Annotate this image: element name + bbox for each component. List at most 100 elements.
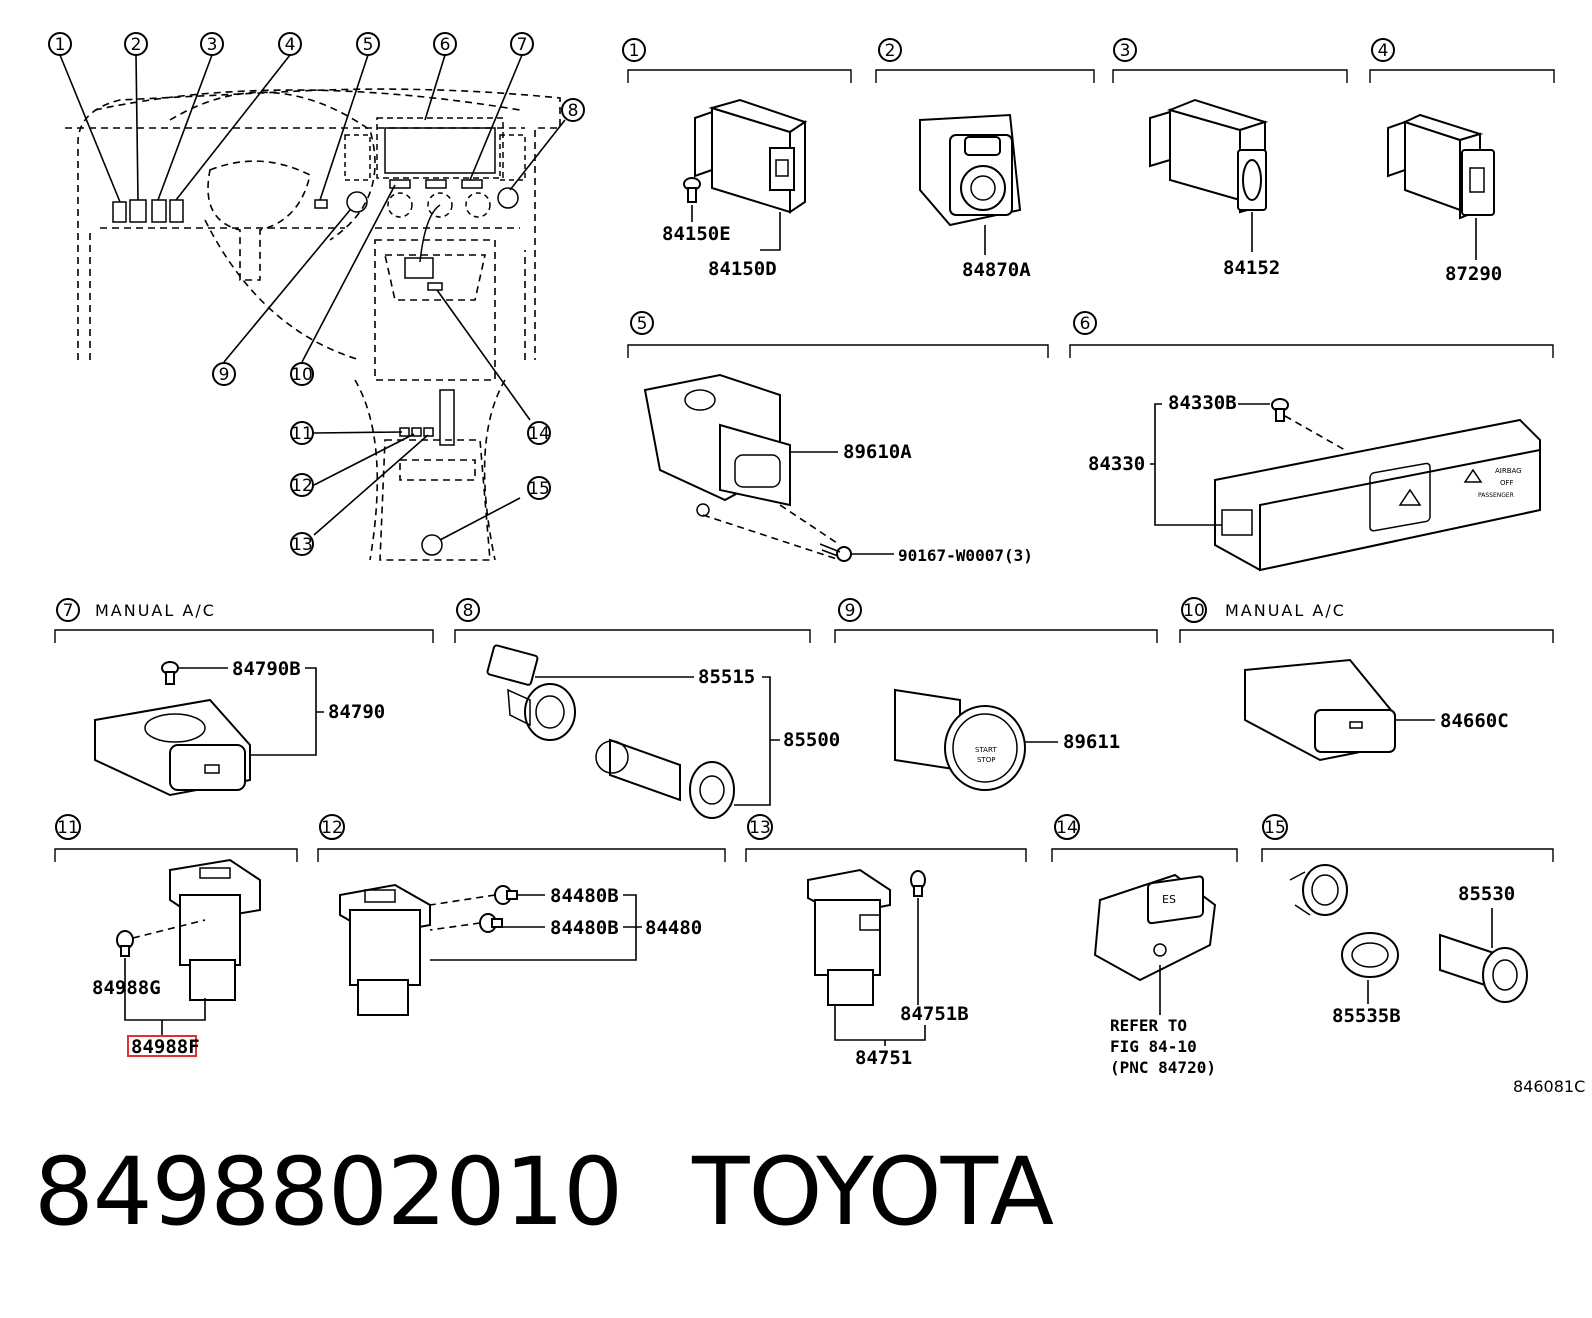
bulb-84480b-lower-illustration bbox=[479, 913, 503, 933]
svg-text:STOP: STOP bbox=[977, 756, 995, 764]
svg-text:84988G: 84988G bbox=[92, 977, 161, 999]
svg-text:13: 13 bbox=[291, 535, 313, 555]
svg-text:MANUAL A/C: MANUAL A/C bbox=[1225, 601, 1346, 620]
svg-text:84150D: 84150D bbox=[708, 258, 777, 280]
switch-84988f-illustration bbox=[169, 858, 261, 1001]
svg-text:84330: 84330 bbox=[1088, 453, 1145, 475]
svg-text:15: 15 bbox=[528, 479, 550, 499]
callout-1: 1 bbox=[48, 32, 72, 56]
switch-84751-illustration bbox=[807, 868, 891, 1006]
callout-15: 15 bbox=[527, 476, 551, 500]
clip-84330b-illustration bbox=[1271, 398, 1289, 422]
svg-text:84152: 84152 bbox=[1223, 257, 1280, 279]
svg-text:5: 5 bbox=[363, 35, 374, 55]
svg-text:4: 4 bbox=[285, 35, 296, 55]
figure-code: 846081C bbox=[1513, 1077, 1585, 1096]
section-14: 14 ES REFER TO FIG 84-10 (PNC 84720) bbox=[1051, 814, 1238, 1077]
svg-text:REFER TO: REFER TO bbox=[1110, 1016, 1187, 1035]
cigarette-lighter-85500-illustration bbox=[595, 738, 735, 819]
callout-2: 2 bbox=[124, 32, 148, 56]
svg-text:11: 11 bbox=[57, 818, 79, 838]
svg-text:6: 6 bbox=[440, 35, 451, 55]
svg-text:2: 2 bbox=[131, 35, 142, 55]
section-9: 9 START STOP 89611 bbox=[834, 598, 1158, 791]
section-5: 5 89610A 90167-W0007(3) bbox=[627, 311, 1049, 565]
svg-text:84751B: 84751B bbox=[900, 1003, 969, 1025]
svg-text:85530: 85530 bbox=[1458, 883, 1515, 905]
switch-84480-illustration bbox=[339, 883, 431, 1016]
svg-text:84660C: 84660C bbox=[1440, 710, 1509, 732]
svg-text:3: 3 bbox=[1120, 41, 1131, 61]
svg-text:14: 14 bbox=[528, 424, 550, 444]
overview-callouts: 1 2 3 4 5 6 7 8 9 10 11 12 13 14 15 bbox=[48, 32, 585, 556]
bulb-84790b-illustration bbox=[161, 661, 179, 685]
section-8: 8 85515 85500 bbox=[454, 598, 840, 819]
callout-8: 8 bbox=[561, 98, 585, 122]
section-13: 13 84751B 84751 bbox=[745, 814, 1027, 1069]
svg-text:84480B: 84480B bbox=[550, 917, 619, 939]
svg-text:1: 1 bbox=[55, 35, 66, 55]
socket-85515-illustration bbox=[486, 644, 576, 741]
svg-text:11: 11 bbox=[291, 424, 313, 444]
callout-12: 12 bbox=[290, 473, 314, 497]
part-number: 8498802010 bbox=[34, 1138, 623, 1247]
callout-5: 5 bbox=[356, 32, 380, 56]
svg-text:5: 5 bbox=[637, 314, 648, 334]
section-7: 7 MANUAL A/C 84790B 84790 bbox=[54, 598, 434, 797]
svg-text:84480: 84480 bbox=[645, 917, 702, 939]
svg-text:84751: 84751 bbox=[855, 1047, 912, 1069]
svg-text:PASSENGER: PASSENGER bbox=[1478, 492, 1514, 499]
svg-text:7: 7 bbox=[517, 35, 528, 55]
svg-text:85535B: 85535B bbox=[1332, 1005, 1401, 1027]
callout-10: 10 bbox=[290, 362, 314, 386]
svg-text:8: 8 bbox=[568, 101, 579, 121]
svg-text:6: 6 bbox=[1080, 314, 1091, 334]
svg-text:8: 8 bbox=[463, 601, 474, 621]
callout-7: 7 bbox=[510, 32, 534, 56]
ac-switch-84790-illustration bbox=[94, 698, 251, 797]
svg-text:10: 10 bbox=[291, 365, 313, 385]
bulb-84988g-illustration bbox=[116, 930, 134, 957]
svg-text:4: 4 bbox=[1378, 41, 1389, 61]
svg-text:12: 12 bbox=[321, 818, 343, 838]
svg-text:14: 14 bbox=[1056, 818, 1078, 838]
callout-9: 9 bbox=[212, 362, 236, 386]
svg-text:OFF: OFF bbox=[1500, 479, 1514, 487]
part-number-footer: 8498802010 TOYOTA bbox=[34, 1138, 1054, 1247]
section-12: 12 84480B 84480B 84480 bbox=[317, 814, 726, 1016]
svg-text:MANUAL A/C: MANUAL A/C bbox=[95, 601, 216, 620]
svg-text:84790B: 84790B bbox=[232, 658, 301, 680]
svg-text:FIG 84-10: FIG 84-10 bbox=[1110, 1037, 1197, 1056]
section-10: 10 MANUAL A/C 84660C bbox=[1179, 597, 1554, 762]
bulb-84480b-upper-illustration bbox=[494, 885, 518, 905]
callout-4: 4 bbox=[278, 32, 302, 56]
svg-text:ES: ES bbox=[1162, 893, 1176, 906]
svg-text:13: 13 bbox=[749, 818, 771, 838]
mirror-switch-84870a-illustration bbox=[919, 113, 1022, 227]
switch-84150d-illustration bbox=[694, 98, 808, 214]
ignition-switch-89610a-illustration bbox=[643, 373, 791, 517]
svg-text:7: 7 bbox=[63, 601, 74, 621]
svg-text:1: 1 bbox=[629, 41, 640, 61]
switch-87290-illustration bbox=[1387, 113, 1495, 220]
bulb-84751b-illustration bbox=[910, 870, 926, 897]
svg-text:84480B: 84480B bbox=[550, 885, 619, 907]
ac-switch-84660c-illustration bbox=[1244, 658, 1396, 762]
svg-text:84330B: 84330B bbox=[1168, 392, 1237, 414]
svg-text:90167-W0007(3): 90167-W0007(3) bbox=[898, 546, 1033, 565]
svg-text:84790: 84790 bbox=[328, 701, 385, 723]
svg-text:9: 9 bbox=[219, 365, 230, 385]
svg-text:AIRBAG: AIRBAG bbox=[1495, 467, 1522, 475]
svg-text:87290: 87290 bbox=[1445, 263, 1502, 285]
brand-name: TOYOTA bbox=[692, 1138, 1054, 1247]
clip-84150e-illustration bbox=[683, 177, 701, 203]
highlighted-part-84988f: 84988F bbox=[127, 1035, 200, 1058]
svg-text:10: 10 bbox=[1183, 601, 1205, 621]
section-11: 11 84988G 84988F bbox=[54, 814, 298, 1058]
es-switch-illustration: ES bbox=[1093, 873, 1217, 982]
svg-text:(PNC 84720): (PNC 84720) bbox=[1110, 1058, 1216, 1077]
section-2: 2 84870A bbox=[875, 38, 1095, 281]
screw-90167-illustration bbox=[819, 543, 852, 562]
section-1: 1 84150E 84150D bbox=[622, 38, 852, 280]
callout-13: 13 bbox=[290, 532, 314, 556]
